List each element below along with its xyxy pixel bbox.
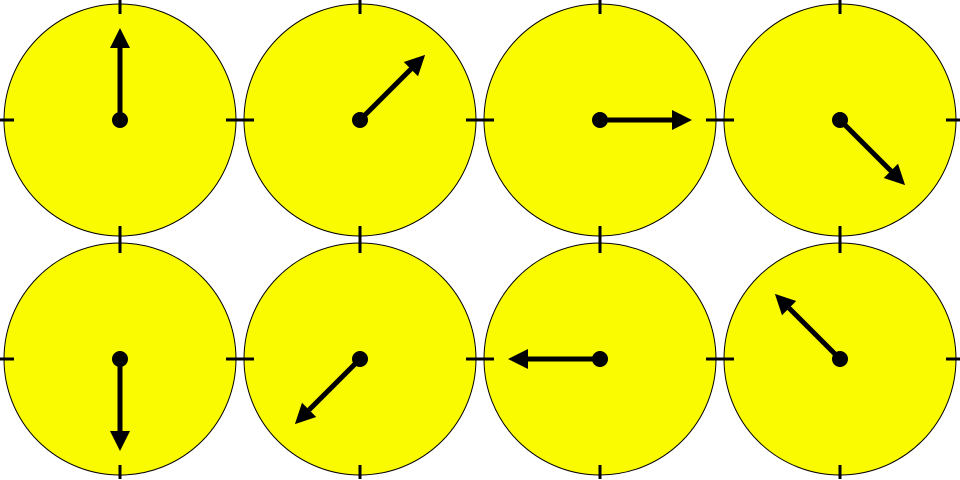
needle-shaft <box>838 118 893 173</box>
pivot-dot <box>352 351 368 367</box>
pivot-dot <box>592 112 608 128</box>
dial-down-left <box>240 239 480 479</box>
pivot-dot <box>832 351 848 367</box>
arrow-head-icon <box>294 402 317 425</box>
pivot-dot <box>112 351 128 367</box>
dial-right <box>480 0 720 240</box>
arrow-head-icon <box>110 431 130 451</box>
needle-shaft <box>358 67 413 122</box>
arrow-head-icon <box>110 28 130 48</box>
arrow-head-icon <box>883 163 906 186</box>
pivot-dot <box>592 351 608 367</box>
arrow-head-icon <box>774 293 797 316</box>
pivot-dot <box>352 112 368 128</box>
dial-down-right <box>720 0 960 240</box>
needle-shaft <box>787 306 842 361</box>
dial-up-left <box>720 239 960 479</box>
dial-up <box>0 0 240 240</box>
arrow-head-icon <box>508 349 528 369</box>
dial-up-right <box>240 0 480 240</box>
dial-down <box>0 239 240 479</box>
pivot-dot <box>112 112 128 128</box>
arrow-head-icon <box>672 110 692 130</box>
needle-shaft <box>307 357 362 412</box>
pivot-dot <box>832 112 848 128</box>
dial-left <box>480 239 720 479</box>
arrow-head-icon <box>403 54 426 77</box>
